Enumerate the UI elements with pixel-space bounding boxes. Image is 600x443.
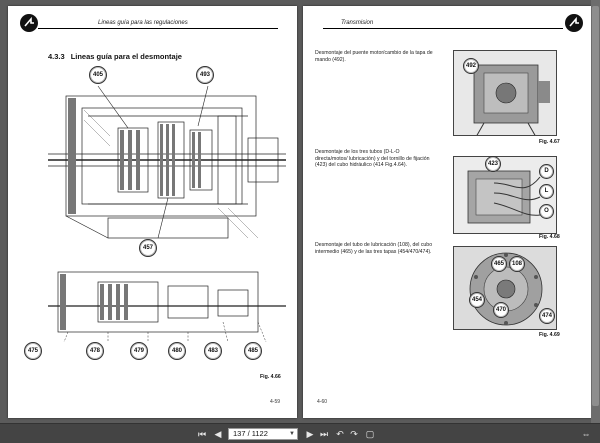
section-title: Lineas guía para el desmontaje	[70, 52, 182, 61]
item-2-text: Desmontaje de los tres tubos (D-L-O dire…	[315, 149, 430, 169]
page-number-input[interactable]: 137 / 1122 ▼	[228, 428, 298, 440]
figure-label: Fig. 4.69	[539, 332, 560, 338]
transmission-section-drawing-bottom	[48, 262, 286, 342]
prev-view-icon[interactable]: ↶	[336, 429, 344, 439]
callout-480: 480	[168, 342, 186, 360]
fit-page-icon[interactable]: ▢	[365, 429, 375, 439]
callout-108: 108	[509, 256, 525, 272]
item-1-text: Desmontaje del puente motor/cambio de la…	[315, 50, 433, 63]
header-rule	[323, 20, 563, 29]
page-indicator: 137 / 1122	[233, 429, 268, 438]
item-3-text: Desmontaje del tubo de lubricación (108)…	[315, 242, 433, 255]
page-number: 4-59	[270, 399, 281, 405]
header-title: Lineas guía para las regulaciones	[98, 20, 188, 26]
callout-L: L	[539, 184, 554, 199]
scrollbar-thumb[interactable]	[592, 6, 599, 406]
last-page-icon[interactable]: ⏭	[319, 429, 329, 439]
transmission-section-drawing-top	[48, 68, 286, 246]
callout-405: 405	[89, 66, 107, 84]
callout-485: 485	[244, 342, 262, 360]
callout-465: 465	[491, 256, 507, 272]
callout-457: 457	[139, 239, 157, 257]
figure-label: Fig. 4.67	[539, 139, 560, 145]
chevron-down-icon[interactable]: ▼	[289, 431, 295, 437]
left-page: Lineas guía para las regulaciones 4.3.3 L…	[8, 6, 297, 418]
brand-logo-icon	[565, 14, 583, 32]
callout-493: 493	[196, 66, 214, 84]
callout-475: 475	[24, 342, 42, 360]
callout-470: 470	[493, 302, 509, 318]
next-view-icon[interactable]: ↷	[350, 429, 358, 439]
callout-474: 474	[539, 308, 555, 324]
section-heading: 4.3.3 Lineas guía para el desmontaje	[48, 52, 188, 61]
page-number: 4-60	[317, 399, 328, 405]
vertical-scrollbar[interactable]	[591, 0, 600, 423]
callout-492: 492	[463, 58, 479, 74]
figure-label: Fig. 4.66	[260, 374, 281, 380]
header-rule	[38, 20, 278, 29]
figure-label: Fig. 4.68	[539, 234, 560, 240]
fit-width-icon[interactable]: ⇔	[581, 429, 591, 439]
callout-483: 483	[204, 342, 222, 360]
callout-478: 478	[86, 342, 104, 360]
viewer-toolbar: ⏮ ◀ 137 / 1122 ▼ ▶ ⏭ ↶ ↷ ▢ ⇔	[0, 423, 600, 443]
callout-454: 454	[469, 292, 485, 308]
callout-479: 479	[130, 342, 148, 360]
callout-D: D	[539, 164, 554, 179]
callout-O: O	[539, 204, 554, 219]
next-page-icon[interactable]: ▶	[306, 429, 314, 439]
right-page: Transmision Desmontaje del puente motor/…	[303, 6, 592, 418]
prev-page-icon[interactable]: ◀	[214, 429, 222, 439]
header-title: Transmision	[341, 20, 374, 26]
first-page-icon[interactable]: ⏮	[197, 429, 207, 439]
callout-423: 423	[485, 156, 501, 172]
section-number: 4.3.3	[48, 52, 65, 61]
brand-logo-icon	[20, 14, 38, 32]
